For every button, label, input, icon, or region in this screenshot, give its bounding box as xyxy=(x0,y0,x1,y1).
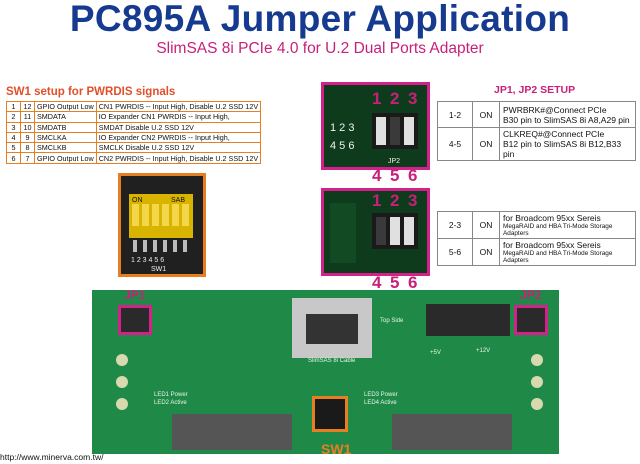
sw1-heading: SW1 setup for PWRDIS signals xyxy=(6,86,176,98)
sw1-cell-signal: SMDATA xyxy=(34,111,97,123)
v12-label: +12V xyxy=(476,348,491,354)
sw1-cell-signal: GPIO Output Low xyxy=(34,100,97,113)
led1-label: LED1 Power xyxy=(154,392,188,398)
state-cell: ON xyxy=(472,127,500,161)
sw1-cell-desc: SMCLK Disable U.2 SSD 12V xyxy=(95,142,262,154)
jp2-highlight xyxy=(514,305,548,335)
page-title: PC895A Jumper Application xyxy=(69,0,571,39)
sw1-cell-b: 12 xyxy=(20,100,35,113)
dip-sab-text: SAB xyxy=(171,197,185,204)
sw1-cell-signal: SMDATB xyxy=(34,121,97,133)
pin-number-2a: 2 xyxy=(390,89,400,108)
dip-label-text: SW1 xyxy=(151,266,166,273)
pin-number-5b: 5 xyxy=(390,273,400,292)
sw1-cell-signal: SMCLKB xyxy=(34,142,97,154)
pin-number-5a: 5 xyxy=(390,166,400,185)
pin-number-3a: 3 xyxy=(408,89,418,108)
jp-setup-title: JP1, JP2 SETUP xyxy=(494,84,576,96)
sw1-cell-b: 7 xyxy=(20,152,35,164)
sw1-cell-b: 9 xyxy=(20,131,35,144)
led4-label: LED4 Active xyxy=(364,400,397,406)
sw1-cell-a: 2 xyxy=(6,111,21,123)
led3-label: LED3 Power xyxy=(364,392,398,398)
sw1-cell-desc: SMDAT Disable U.2 SSD 12V xyxy=(95,121,262,133)
pin-number-1a: 1 xyxy=(372,89,382,108)
sw1-highlight xyxy=(312,396,348,432)
sw1-cell-signal: GPIO Output Low xyxy=(34,152,97,164)
dip-pins-text: 1 2 3 4 5 6 xyxy=(131,257,164,264)
jumper-photo-a: 1 2 3 4 5 6 JP2 xyxy=(321,82,430,170)
pins-cell: 5-6 xyxy=(437,238,473,266)
dip-switch-image: ON SAB 1 2 3 4 5 6 SW1 xyxy=(121,176,203,274)
pin-number-6a: 6 xyxy=(408,166,418,185)
sw1-cell-a: 6 xyxy=(6,152,21,164)
sw1-photo: ON SAB 1 2 3 4 5 6 SW1 xyxy=(118,173,206,277)
jp2-label: JP2 xyxy=(520,288,542,302)
top-side-label: Top Side xyxy=(380,318,404,324)
sw1-cell-desc: IO Expander CN1 PWRDIS -- Input High, xyxy=(95,111,262,123)
sw1-cell-desc: IO Expander CN2 PWRDIS -- Input High, xyxy=(95,131,262,144)
pins-cell: 4-5 xyxy=(437,127,473,161)
pin-number-6b: 6 xyxy=(408,273,418,292)
sw1-cell-a: 4 xyxy=(6,131,21,144)
sw1-cell-signal: SMCLKA xyxy=(34,131,97,144)
slimsas-label: SlimSAS 8i Cable xyxy=(308,358,356,364)
page-subtitle: SlimSAS 8i PCIe 4.0 for U.2 Dual Ports A… xyxy=(156,40,484,57)
pins-cell: 2-3 xyxy=(437,211,473,239)
website-link[interactable]: http://www.minerva.com.tw/ xyxy=(0,452,104,462)
led2-label: LED2 Active xyxy=(154,400,187,406)
state-cell: ON xyxy=(472,101,500,128)
pin-number-3b: 3 xyxy=(408,191,418,210)
pin-number-2b: 2 xyxy=(390,191,400,210)
silk-jp: JP2 xyxy=(388,158,400,165)
silk-row1: 1 2 3 xyxy=(330,122,354,134)
pin-number-1b: 1 xyxy=(372,191,382,210)
jp1-highlight xyxy=(118,305,152,335)
sw1-cell-desc: CN1 PWRDIS -- Input High, Disable U.2 SS… xyxy=(95,100,262,113)
dip-on-text: ON xyxy=(132,197,143,204)
pins-cell: 1-2 xyxy=(437,101,473,128)
pin-number-4b: 4 xyxy=(372,273,382,292)
sw1-cell-a: 1 xyxy=(6,100,21,113)
sw1-cell-desc: CN2 PWRDIS -- Input High, Disable U.2 SS… xyxy=(95,152,262,164)
v5-label: +5V xyxy=(430,350,441,356)
state-cell: ON xyxy=(472,211,500,239)
sw1-cell-b: 11 xyxy=(20,111,35,123)
sw1-cell-a: 3 xyxy=(6,121,21,133)
jumper-photo-b xyxy=(321,188,430,276)
sw1-board-label: SW1 xyxy=(321,441,352,457)
pin-number-4a: 4 xyxy=(372,166,382,185)
silk-row2: 4 5 6 xyxy=(330,140,354,152)
sw1-cell-b: 10 xyxy=(20,121,35,133)
state-cell: ON xyxy=(472,238,500,266)
sw1-cell-b: 8 xyxy=(20,142,35,154)
sw1-cell-a: 5 xyxy=(6,142,21,154)
jp1-label: JP1 xyxy=(124,288,146,302)
